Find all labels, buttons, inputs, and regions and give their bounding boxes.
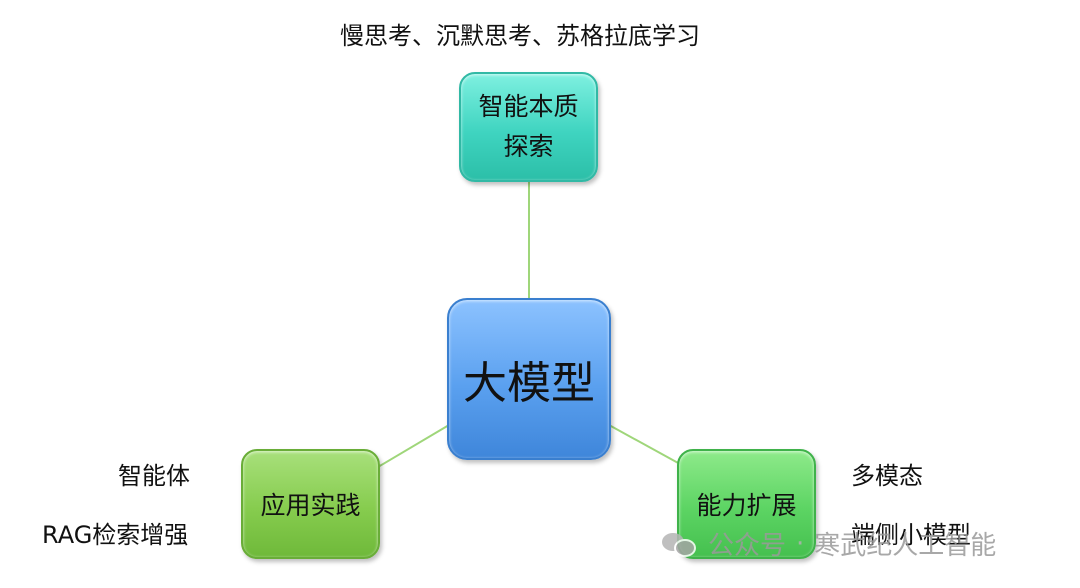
node-large-model: 大模型 [447,298,611,460]
left-label-rag: RAG检索增强 [42,521,189,549]
top-caption: 慢思考、沉默思考、苏格拉底学习 [340,22,700,50]
connector-left [377,424,450,468]
node-top-line-1: 智能本质 [478,92,579,121]
node-capability-extension: 能力扩展 [677,449,816,559]
node-top-line-2: 探索 [503,132,554,161]
watermark: 公众号 · 寒武纪人工智能 [660,525,996,562]
watermark-prefix: 公众号 [708,531,787,561]
watermark-separator: · [796,528,805,559]
node-right-label: 能力扩展 [696,491,797,520]
node-application-practice: 应用实践 [241,449,380,559]
watermark-account: 寒武纪人工智能 [814,531,997,561]
right-label-multimodal: 多模态 [851,462,923,490]
node-intelligence-exploration: 智能本质 探索 [459,72,598,182]
left-label-agent: 智能体 [118,462,190,490]
wechat-icon [660,529,698,559]
node-center-label: 大模型 [463,358,595,409]
right-label-edge-model: 端侧小模型 [851,521,971,549]
connector-right [608,424,681,465]
node-left-label: 应用实践 [260,491,361,520]
